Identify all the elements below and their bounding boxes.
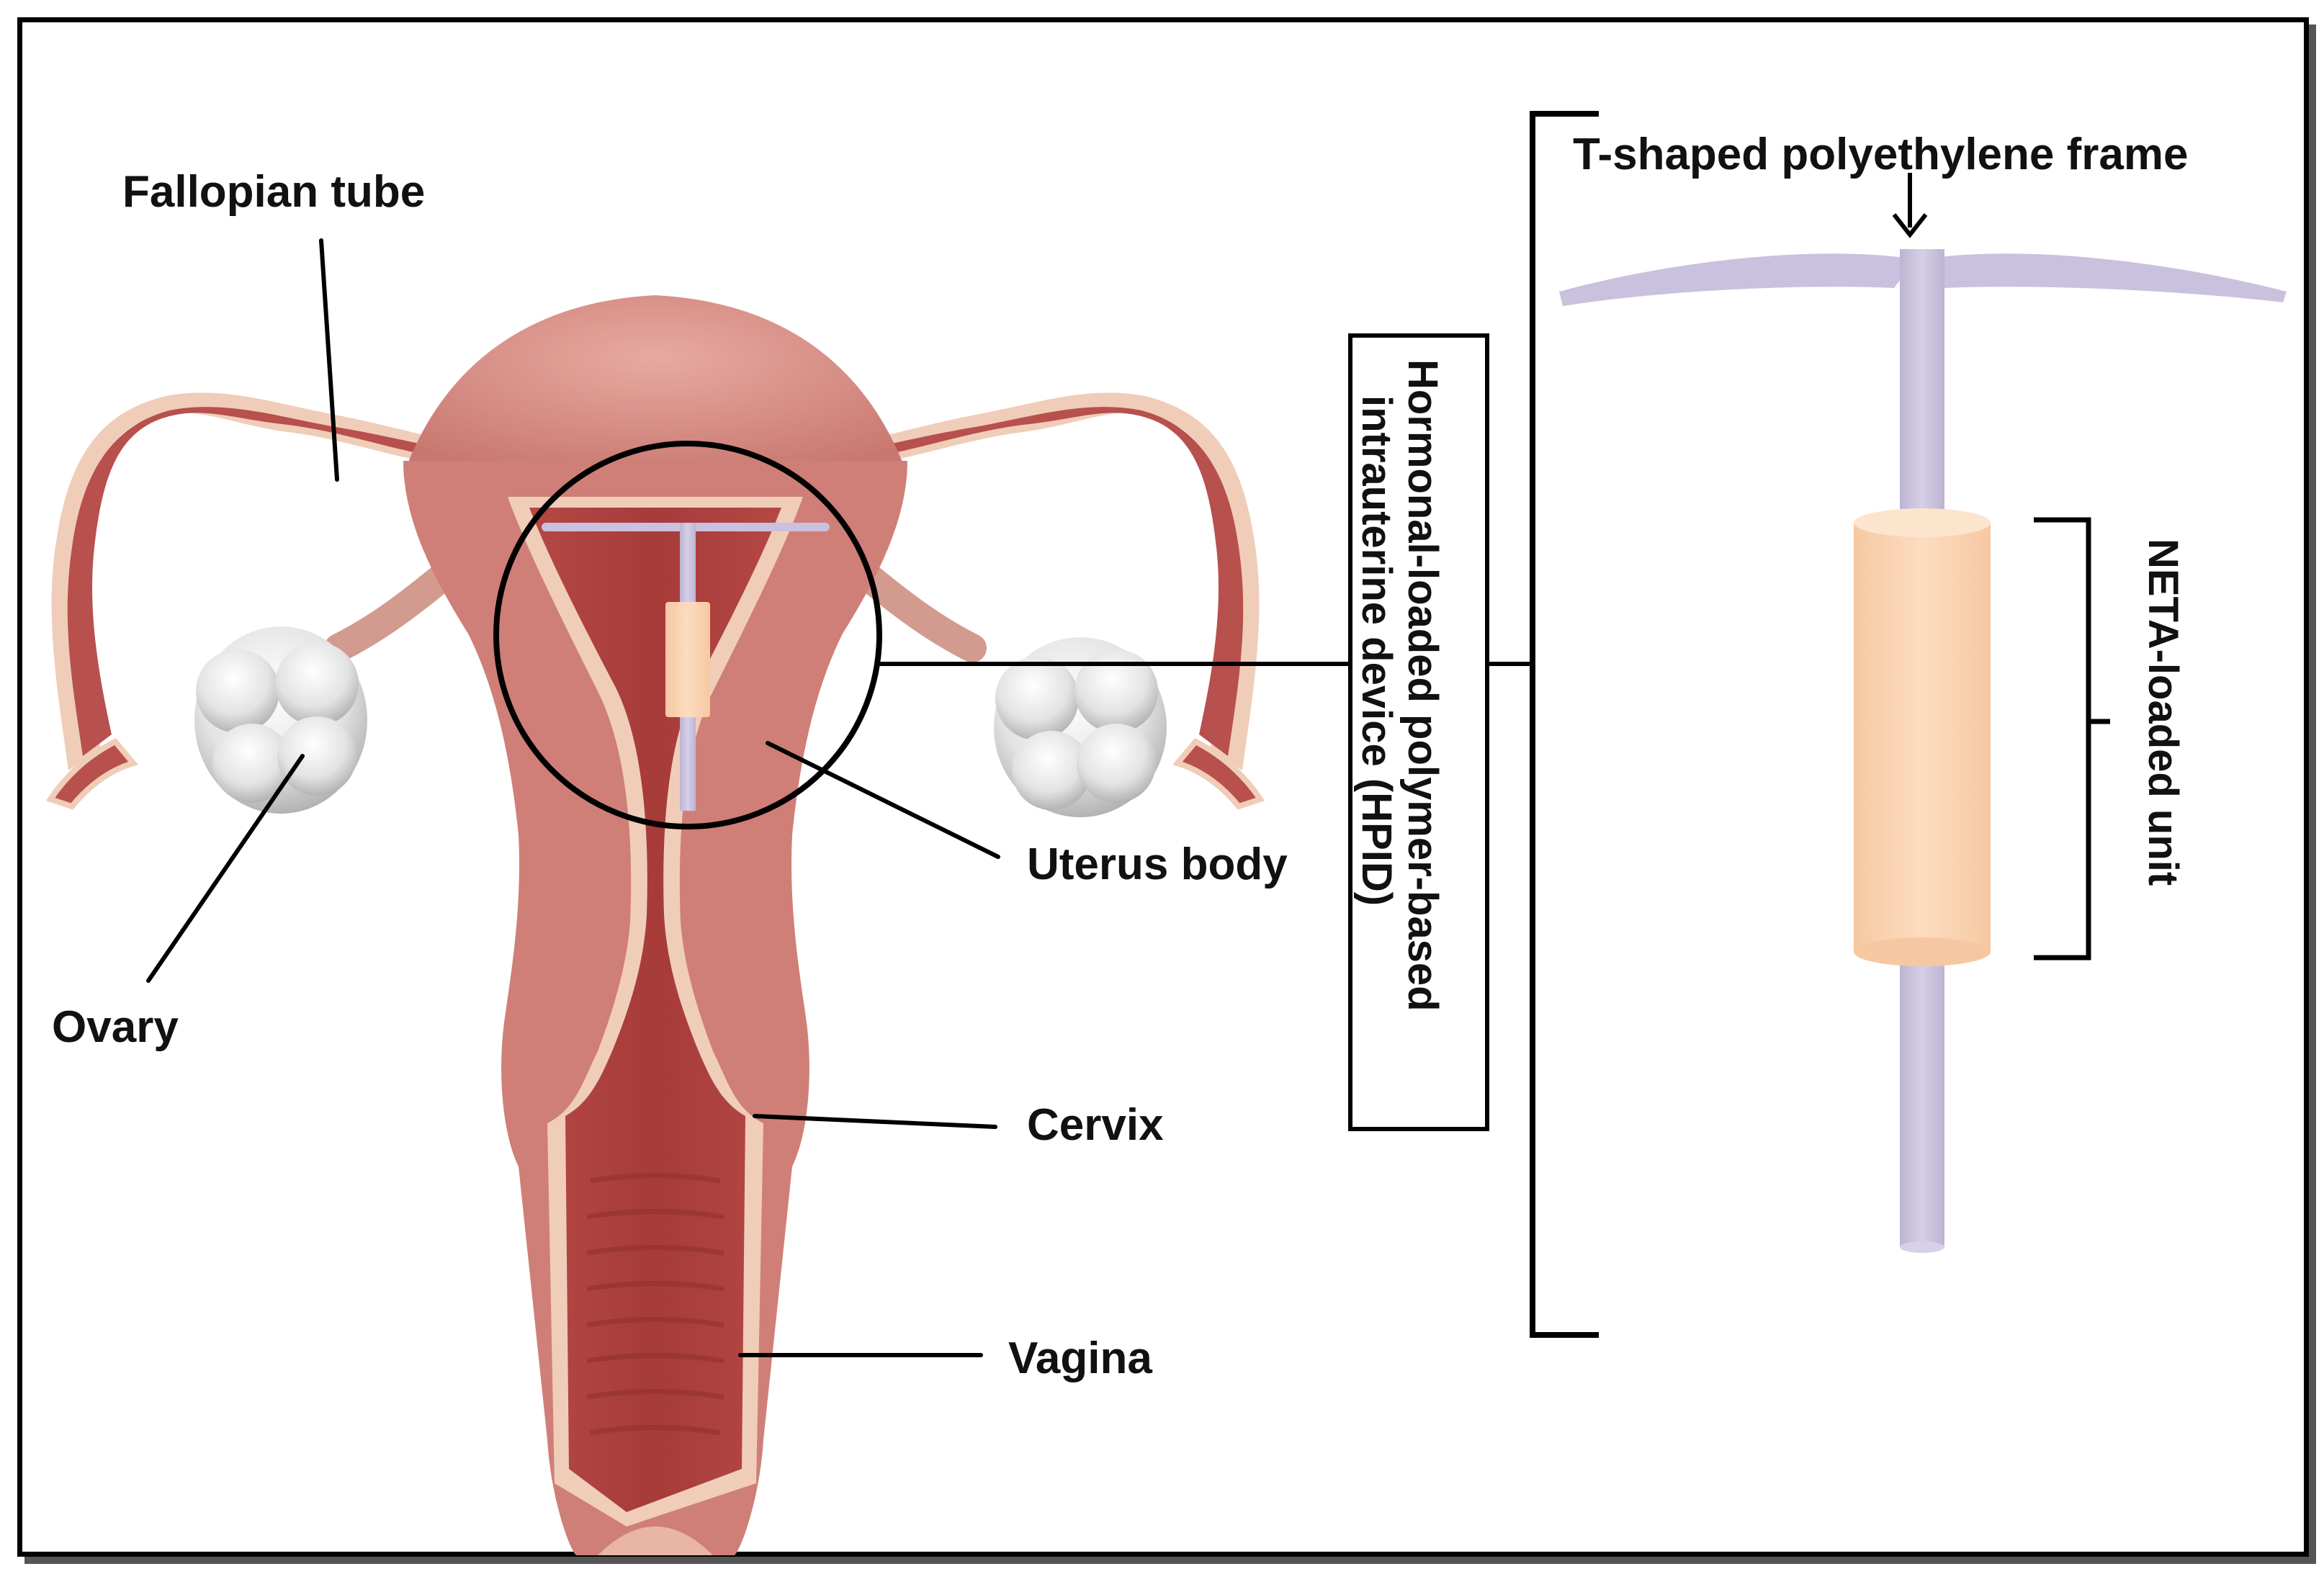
iud-in-uterus [542, 523, 830, 811]
hpid-label-line1: Hormonal-loaded polymer-based [1399, 359, 1446, 1012]
neta-bracket [2034, 517, 2110, 961]
label-ovary: Ovary [52, 1002, 179, 1052]
right-fallopian-tube [843, 392, 1265, 810]
hpid-label-line2: intrauterine device (HPID) [1353, 395, 1400, 907]
magnifier-circle [493, 441, 882, 829]
label-fallopian-tube: Fallopian tube [122, 167, 426, 217]
label-cervix: Cervix [1027, 1100, 1164, 1150]
right-ovary [994, 637, 1167, 817]
left-fallopian-tube [45, 392, 468, 810]
neta-cylinder [1854, 508, 1991, 966]
vaginal-rugae [586, 1173, 724, 1436]
hpid-bracket [1530, 111, 1599, 1338]
label-t-shaped-frame: T-shaped polyethylene frame [1573, 130, 2189, 179]
hpid-label-box: Hormonal-loaded polymer-based intrauteri… [1348, 333, 1489, 1131]
label-vagina: Vagina [1008, 1334, 1152, 1383]
uterine-cavity [529, 508, 781, 1512]
left-ovary [194, 626, 367, 814]
uterus-fundus [403, 295, 907, 475]
label-neta-loaded-unit: NETA-loaded unit [2140, 539, 2186, 886]
label-uterus-body: Uterus body [1027, 840, 1288, 889]
